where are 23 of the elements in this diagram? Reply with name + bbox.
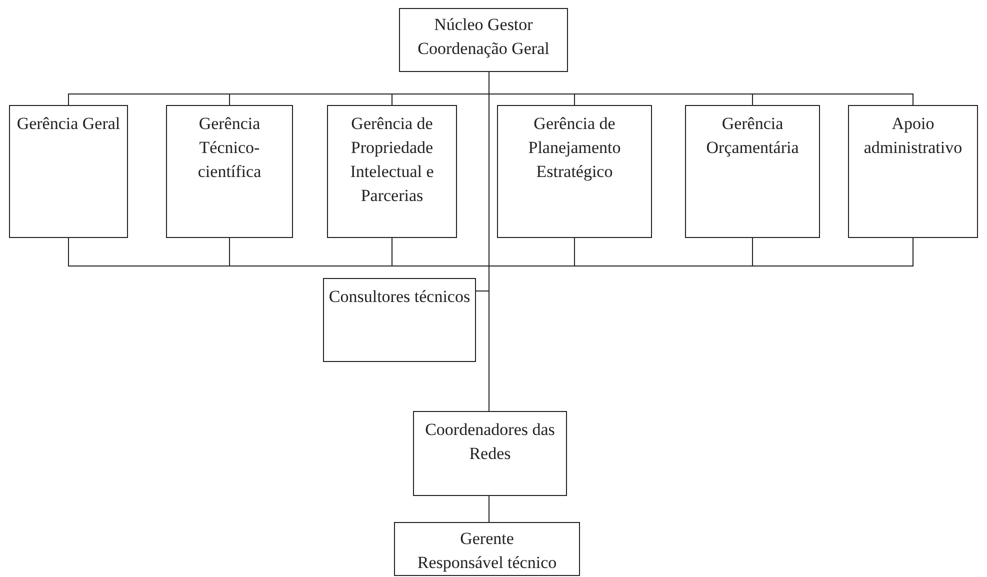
box-label: Coordenadores das Redes — [424, 419, 556, 465]
org-box — [685, 105, 820, 238]
box-label: Gerência de Planejamento Estratégico — [527, 113, 622, 183]
box-label: Gerente — [460, 528, 514, 550]
box-label: Núcleo Gestor — [434, 14, 533, 36]
connector-line — [488, 496, 490, 522]
org-box — [497, 105, 652, 238]
org-box — [323, 278, 476, 362]
box-label: Responsável técnico — [417, 552, 557, 574]
org-box — [848, 105, 978, 238]
box-label: Consultores técnicos — [328, 286, 470, 308]
box-label: Gerência de Propriedade Intelectual e Parcerias — [349, 113, 435, 207]
org-box — [394, 522, 580, 576]
org-box — [166, 105, 293, 238]
org-box — [413, 411, 567, 496]
org-box — [399, 8, 568, 72]
box-label: Gerência Técnico-científica — [196, 113, 262, 183]
box-label: Gerência Orçamentária — [705, 113, 800, 159]
box-label: Coordenação Geral — [418, 38, 550, 60]
box-label: Gerência Geral — [16, 113, 120, 135]
org-box — [9, 105, 128, 238]
org-box — [327, 105, 457, 238]
box-label: Apoio administrativo — [862, 113, 964, 159]
